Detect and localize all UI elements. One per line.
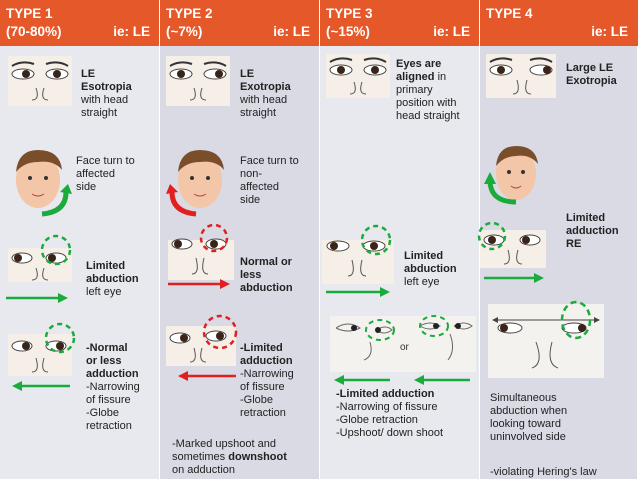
eyes-limited-adduction-type4-image [477,221,546,268]
face-turn-non-affected-image [166,150,224,217]
type4-limited-text: Limited adduction RE [566,212,619,250]
type3-abduction-text: Limited abduction left eye [404,250,457,288]
eyes-abduction-type1-image [8,234,72,282]
arrow-right-red-icon [168,279,230,289]
arrow-right-green-icon [484,273,544,283]
arrow-left-green-icon [334,375,390,385]
type1-abduction-text: Limited abduction left eye [86,260,139,298]
eyes-primary-type2-image [166,56,230,106]
eyes-primary-type1-image [8,56,72,106]
eyes-abduction-type3-image [322,224,394,284]
type4-primary-text: Large LE Exotropia [566,62,617,87]
type2-primary-text: LE Exotropia with head straight [240,68,291,119]
header-subtitle: (~15%) [326,24,370,39]
arrow-right-green-icon [6,293,68,303]
header-subtitle: (~7%) [166,24,203,39]
header-type1: TYPE 1 (70-80%) ie: LE [0,0,160,46]
header-ie: ie: LE [433,24,470,39]
type2-note-text: -Marked upshoot and sometimes downshoot … [172,438,287,476]
header-title: TYPE 3 [326,6,373,21]
header-type2: TYPE 2 (~7%) ie: LE [160,0,320,46]
type2-abduction-text: Normal or less abduction [240,256,293,294]
header-type3: TYPE 3 (~15%) ie: LE [320,0,480,46]
type2-face-text: Face turn to non- affected side [240,155,299,206]
type1-face-text: Face turn to affected side [76,155,135,193]
type4-hering-text: -violating Hering's law [490,466,597,478]
face-turn-type4-image [484,146,538,205]
arrow-left-red-icon [178,371,236,381]
header-ie: ie: LE [591,24,628,39]
arrow-left-green-icon [414,375,470,385]
type4-simult-text: Simultaneous abduction when looking towa… [490,392,568,443]
type3-primary-text: Eyes are aligned in primary position wit… [396,58,460,122]
face-turn-affected-image [16,150,72,217]
eyes-adduction-type1-image [8,322,76,376]
arrow-left-green-icon [12,381,70,391]
arrow-right-green-icon [326,287,390,297]
header-title: TYPE 1 [6,6,53,21]
header-title: TYPE 2 [166,6,213,21]
header-title: TYPE 4 [486,6,533,21]
header-ie: ie: LE [113,24,150,39]
type1-adduction-text: -Normal or less adduction -Narrowing of … [86,342,140,432]
or-label: or [400,342,410,353]
eyes-simultaneous-abduction-image [488,300,604,378]
eyes-primary-type4-image [486,54,556,98]
header-ie: ie: LE [273,24,310,39]
header-type4: TYPE 4 ie: LE [480,0,638,46]
eyes-abduction-type2-image [168,223,234,280]
type1-primary-text: LE Esotropia with head straight [81,68,132,119]
type3-adduction-text: -Limited adduction -Narrowing of fissure… [336,388,444,439]
eyes-adduction-type2-image [166,314,238,366]
eyes-primary-type3-image [326,54,390,98]
type2-adduction-text: -Limited adduction -Narrowing of fissure… [240,342,294,419]
eyes-sketch-type3-image: or [330,315,476,372]
header-subtitle: (70-80%) [6,24,62,39]
